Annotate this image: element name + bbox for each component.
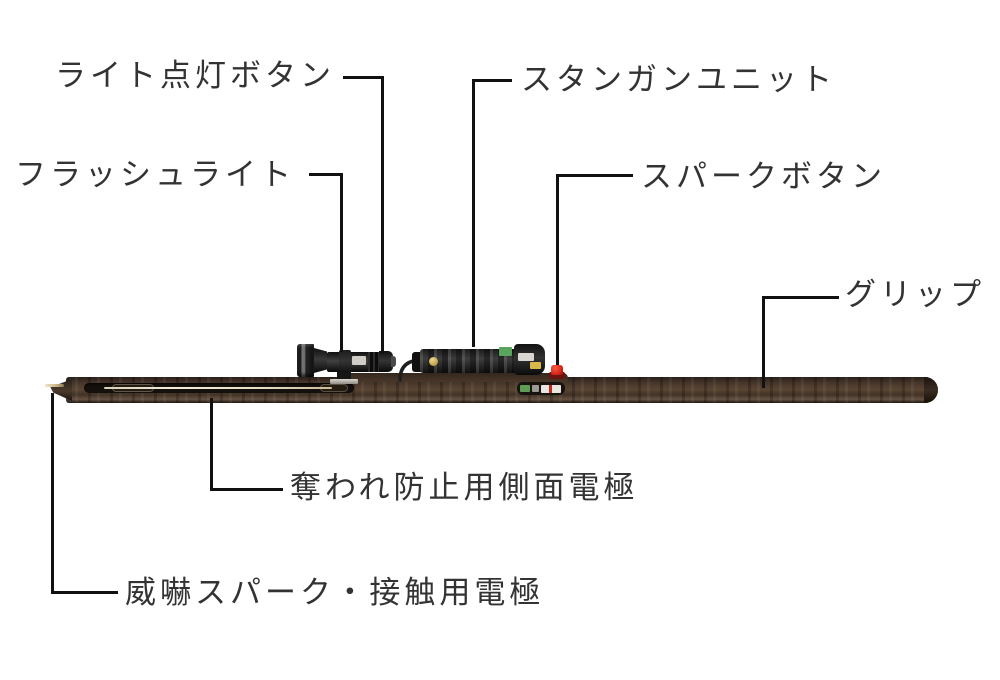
leader-line	[210, 488, 283, 491]
leader-line	[51, 591, 118, 594]
grip-label: グリップ	[845, 277, 985, 312]
leader-line	[556, 174, 559, 365]
spark-button-label: スパークボタン	[641, 159, 886, 194]
stun-unit-head-label	[518, 353, 534, 361]
stun-unit-button	[429, 357, 438, 366]
stun-unit-left-cap	[412, 352, 422, 372]
contact-electrode-label: 威嚇スパーク・接触用電極	[125, 575, 545, 610]
leader-line	[340, 173, 343, 352]
info-label-panel	[517, 382, 565, 395]
stun-unit-warning-label	[530, 362, 541, 369]
leader-line	[51, 393, 54, 594]
stun-gun-unit-label: スタンガンユニット	[521, 62, 836, 97]
flashlight-head	[314, 348, 327, 373]
side-electrode-strip	[104, 387, 332, 389]
stun-unit-green-sticker	[499, 347, 512, 356]
flashlight-sticker	[352, 356, 366, 365]
grip-end-cap	[924, 377, 938, 403]
flashlight-mount-post	[337, 372, 351, 382]
baton-shaft-mount-rail	[340, 373, 568, 382]
leader-line	[556, 174, 633, 177]
silver-label	[532, 385, 539, 392]
flashlight-mount-ring	[339, 350, 351, 374]
leader-line	[472, 79, 475, 347]
spark-button-base	[549, 372, 565, 379]
flashlight-tail-rings	[368, 352, 380, 372]
green-label	[520, 385, 530, 392]
flashlight-tail-cap	[379, 351, 393, 372]
light-button-label: ライト点灯ボタン	[55, 58, 335, 93]
leader-line	[762, 296, 839, 299]
light-power-button	[391, 356, 396, 367]
leader-line	[343, 76, 384, 79]
leader-line	[210, 398, 213, 491]
flashlight-bezel	[297, 344, 314, 377]
leader-line	[762, 296, 765, 388]
flashlight-label: フラッシュライト	[15, 157, 295, 192]
leader-line	[309, 173, 343, 176]
contact-electrode-pin	[45, 384, 64, 387]
flashlight-mount-base	[330, 379, 358, 384]
leader-line	[381, 76, 384, 354]
spark-button	[551, 365, 563, 375]
warning-label	[541, 384, 561, 393]
leader-line	[472, 79, 512, 82]
side-electrode-label: 奪われ防止用側面電極	[290, 470, 639, 505]
